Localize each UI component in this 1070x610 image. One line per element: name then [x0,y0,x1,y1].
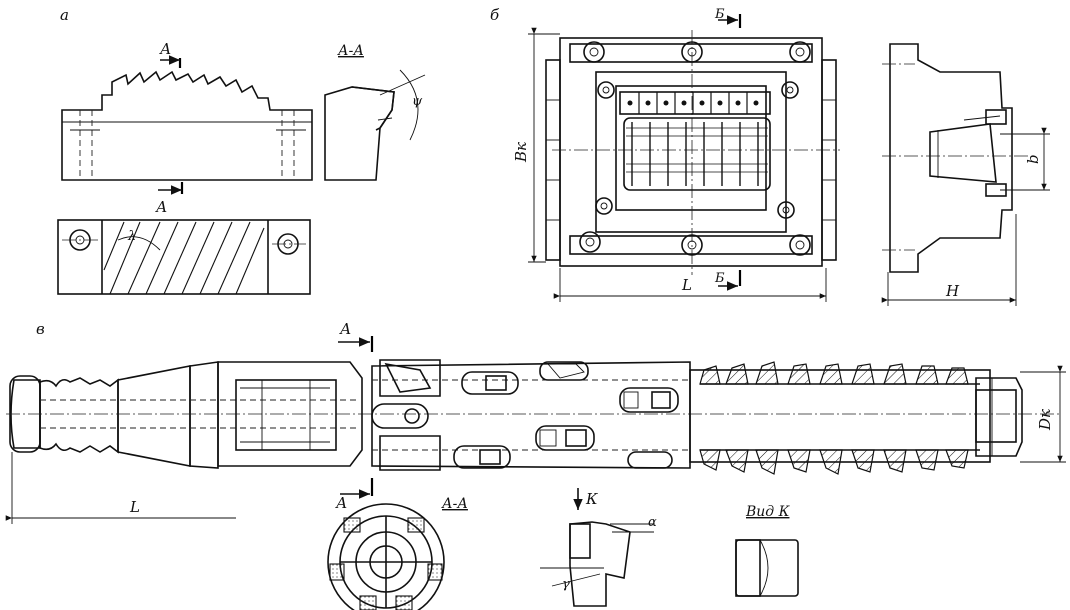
svg-text:К: К [585,490,598,508]
svg-text:Н: Н [945,282,960,300]
view-k: Вид К [735,504,799,597]
section-a-a-round: А-А [327,496,468,610]
svg-text:А-А: А-А [441,496,468,512]
section-marker-b-top: Б [714,7,742,28]
serrated-cutter-front [61,70,313,181]
dim-bore-b: b [1000,127,1050,191]
svg-text:Вид К: Вид К [745,504,791,520]
cut-marker-v-bottom: А [335,478,374,512]
svg-text:b: b [1024,154,1042,164]
tooth-detail: К α γ [540,488,657,607]
dim-length-l-v: L [5,452,236,524]
cut-marker-a-top: А [159,40,182,68]
angle-alpha-label: α [648,515,657,530]
angle-psi-label: ψ [412,94,423,109]
bolt-holes [579,41,811,256]
dim-width-bk: Вк [512,27,560,263]
view-a-label: а [60,6,69,24]
broach-teeth-top [699,361,969,385]
view-a-group: а А А А-А [57,6,426,295]
view-b-label: б [490,6,500,24]
broach-teeth-bottom [699,449,969,475]
angle-gamma-label: γ [562,577,570,592]
svg-text:А: А [155,198,167,216]
svg-text:L: L [129,498,140,516]
cutter-inserts [619,91,771,191]
insert-slot-1 [461,371,519,395]
svg-text:А: А [339,320,351,338]
svg-text:Б: Б [714,7,725,22]
section-marker-b-bottom: Б [714,270,742,291]
cutter-top-view: λ [57,219,311,295]
insert-slot-4 [535,425,595,451]
insert-slot-2 [539,361,589,381]
broach-rear-tooth-section [689,361,1023,475]
svg-text:Dк: Dк [1036,409,1054,431]
view-v-group: в А А [5,320,1066,610]
dim-length-l-b: L [553,268,827,302]
angle-lambda-label: λ [127,229,136,244]
broach-shank [6,361,1060,469]
view-b-group: б Б [490,6,1050,306]
broach-block-side-section [882,43,1030,273]
cut-marker-a-bottom: А [155,182,184,216]
svg-text:А: А [159,40,171,58]
cut-marker-v-top: А [338,320,374,352]
insert-slot-6 [627,451,673,469]
view-v-label: в [36,320,45,338]
svg-text:L: L [681,276,692,294]
broach-cutting-head [371,359,691,471]
section-a-a: А-А ψ [324,43,426,181]
svg-text:А: А [335,494,347,512]
dim-diameter-dk: Dк [1020,365,1066,463]
broach-block-plan [545,30,840,275]
svg-text:Вк: Вк [512,142,530,163]
insert-slot-3 [619,387,679,413]
svg-text:Б: Б [714,271,725,286]
dim-height-h: Н [881,214,1017,306]
svg-text:А-А: А-А [337,43,364,59]
broach-socket-section [217,361,363,467]
insert-slot-5 [453,445,511,469]
